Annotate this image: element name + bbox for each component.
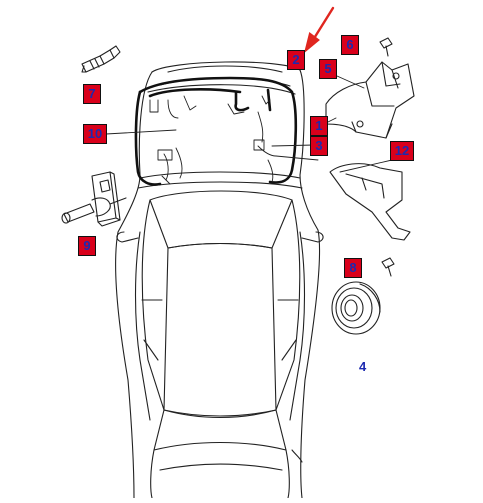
callout-12[interactable]: 12 xyxy=(390,141,414,161)
pointer-arrow-icon xyxy=(303,6,335,54)
grommet-icon xyxy=(331,281,381,335)
bolt-icon xyxy=(379,37,393,57)
bracket-icon xyxy=(325,61,415,139)
callout-1[interactable]: 1 xyxy=(310,116,328,136)
bolt-icon xyxy=(381,257,395,277)
wiring-harness xyxy=(134,76,298,186)
bracket-icon xyxy=(329,163,411,241)
callout-9[interactable]: 9 xyxy=(78,236,96,256)
callout-8[interactable]: 8 xyxy=(344,258,362,278)
harness-details xyxy=(149,95,277,185)
callout-6[interactable]: 6 xyxy=(341,35,359,55)
callout-10[interactable]: 10 xyxy=(83,124,107,144)
connector-icon xyxy=(81,45,121,73)
callout-2[interactable]: 2 xyxy=(287,50,305,70)
callout-5[interactable]: 5 xyxy=(319,59,337,79)
callout-3[interactable]: 3 xyxy=(310,136,328,156)
part-label-4: 4 xyxy=(359,359,367,374)
vehicle-outline xyxy=(115,61,324,499)
callout-7[interactable]: 7 xyxy=(83,84,101,104)
mounting-plate-icon xyxy=(61,171,127,227)
